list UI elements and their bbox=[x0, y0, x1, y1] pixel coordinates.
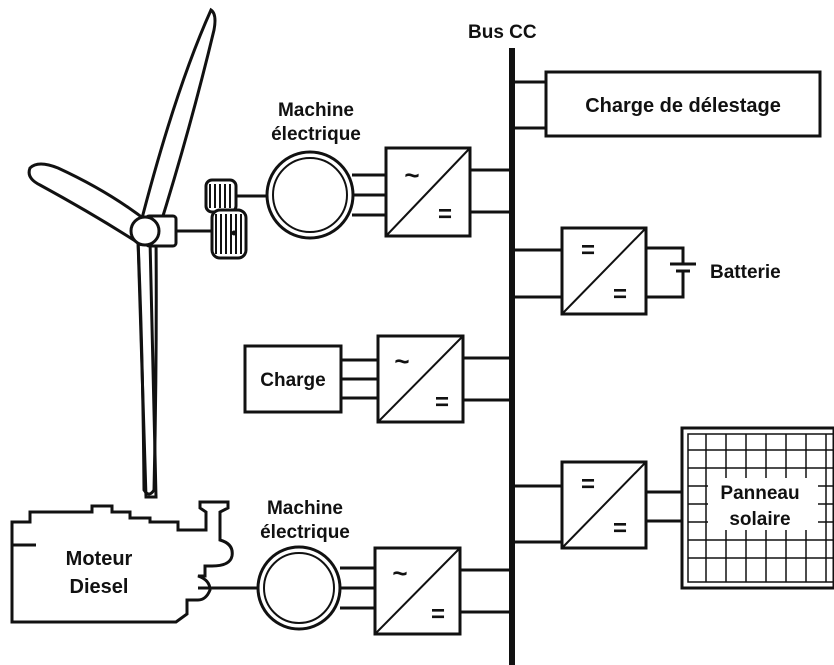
svg-text:=: = bbox=[581, 471, 595, 498]
solar-panel-icon bbox=[680, 426, 834, 590]
solar-panel-label-line1: Panneau bbox=[720, 483, 799, 504]
diesel-engine-icon bbox=[10, 500, 260, 624]
svg-text:=: = bbox=[431, 601, 445, 628]
diesel-engine-label-line1: Moteur bbox=[66, 548, 133, 570]
converter-load: ~ = bbox=[376, 334, 465, 424]
svg-text:=: = bbox=[613, 515, 627, 542]
dump-load-label: Charge de délestage bbox=[585, 95, 781, 117]
load-box bbox=[243, 344, 343, 414]
wind-machine-label-line1: Machine bbox=[278, 100, 354, 121]
svg-text:~: ~ bbox=[404, 160, 419, 190]
battery-icon bbox=[646, 246, 696, 299]
svg-text:~: ~ bbox=[394, 346, 409, 376]
svg-text:~: ~ bbox=[392, 558, 407, 588]
wind-machine-label-line2: électrique bbox=[271, 124, 361, 145]
dump-load-box bbox=[544, 70, 822, 138]
converter-diesel: ~ = bbox=[373, 546, 462, 636]
dc-bus-label: Bus CC bbox=[468, 22, 537, 43]
svg-text:=: = bbox=[438, 201, 452, 228]
svg-text:=: = bbox=[613, 281, 627, 308]
gearbox-icon bbox=[204, 178, 268, 260]
load-label: Charge bbox=[260, 370, 325, 391]
wind-turbine-icon bbox=[27, 7, 217, 499]
wind-machine-circle bbox=[265, 150, 355, 240]
diesel-machine-label-line2: électrique bbox=[260, 522, 350, 543]
diesel-engine-label-line2: Diesel bbox=[70, 576, 129, 598]
battery-label: Batterie bbox=[710, 262, 781, 283]
solar-panel-label-line2: solaire bbox=[729, 509, 790, 530]
converter-battery: = = bbox=[560, 226, 648, 316]
converter-wind: ~ = bbox=[384, 146, 472, 238]
svg-text:=: = bbox=[435, 389, 449, 416]
svg-text:=: = bbox=[581, 237, 595, 264]
converter-solar: = = bbox=[560, 460, 648, 550]
diesel-machine-circle bbox=[256, 545, 342, 631]
diesel-machine-label-line1: Machine bbox=[267, 498, 343, 519]
